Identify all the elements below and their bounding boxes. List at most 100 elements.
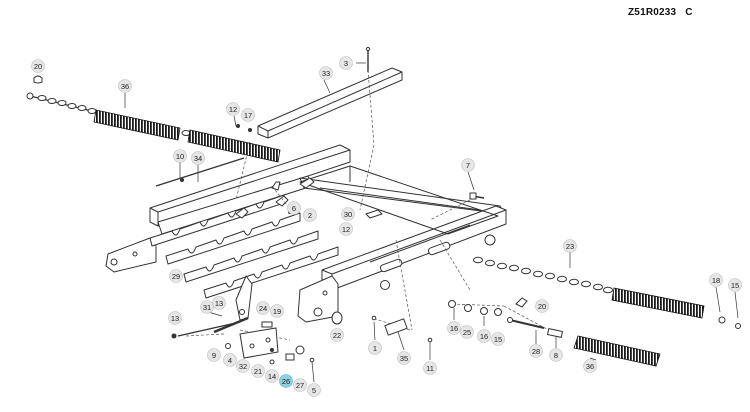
callout-16: 16 xyxy=(447,321,461,335)
callout-5: 5 xyxy=(307,383,321,397)
callout-balloon xyxy=(491,332,505,346)
callout-balloon xyxy=(169,269,183,283)
callout-number: 35 xyxy=(400,354,408,363)
callout-number: 6 xyxy=(292,204,296,213)
callout-number: 7 xyxy=(466,161,470,170)
callout-number: 5 xyxy=(312,386,316,395)
callout-30: 30 xyxy=(341,207,355,221)
callout-27: 27 xyxy=(293,378,307,392)
callout-number: 21 xyxy=(254,367,262,376)
callout-31: 31 xyxy=(200,300,214,314)
callout-number: 27 xyxy=(296,381,304,390)
callout-36: 36 xyxy=(583,359,597,373)
callout-4: 4 xyxy=(223,353,237,367)
callout-8: 8 xyxy=(549,348,563,362)
callout-number: 22 xyxy=(333,331,341,340)
callout-number: 32 xyxy=(239,362,247,371)
callout-10: 10 xyxy=(173,149,187,163)
callout-balloon xyxy=(293,378,307,392)
callout-balloon xyxy=(319,66,333,80)
callout-11: 11 xyxy=(423,361,437,375)
callout-balloon xyxy=(461,158,475,172)
callout-balloon xyxy=(307,383,321,397)
callout-25: 25 xyxy=(460,325,474,339)
callout-balloon xyxy=(303,208,317,222)
callout-number: 25 xyxy=(463,328,471,337)
callout-balloon xyxy=(341,207,355,221)
callout-13: 13 xyxy=(168,311,182,325)
callout-balloon xyxy=(339,56,353,70)
callout-balloon xyxy=(339,222,353,236)
callout-balloon xyxy=(168,311,182,325)
callout-balloon xyxy=(563,239,577,253)
callout-7: 7 xyxy=(461,158,475,172)
callout-balloon xyxy=(279,374,293,388)
callout-balloon xyxy=(423,361,437,375)
callout-balloon xyxy=(529,344,543,358)
callout-balloon xyxy=(270,304,284,318)
callout-number: 16 xyxy=(450,324,458,333)
callout-balloon xyxy=(31,59,45,73)
callout-number: 14 xyxy=(268,372,276,381)
callout-balloon xyxy=(330,328,344,342)
callout-balloon xyxy=(368,341,382,355)
callout-balloon xyxy=(241,108,255,122)
callout-number: 19 xyxy=(273,307,281,316)
callout-number: 13 xyxy=(215,299,223,308)
callout-number: 1 xyxy=(373,344,377,353)
callout-balloon xyxy=(709,273,723,287)
callout-number: 16 xyxy=(480,332,488,341)
callout-balloon xyxy=(460,325,474,339)
callout-number: 36 xyxy=(121,82,129,91)
callout-balloon xyxy=(200,300,214,314)
callout-number: 3 xyxy=(344,59,348,68)
callout-number: 36 xyxy=(586,362,594,371)
callout-number: 20 xyxy=(538,302,546,311)
callout-number: 23 xyxy=(566,242,574,251)
callout-number: 30 xyxy=(344,210,352,219)
callout-1: 1 xyxy=(368,341,382,355)
callout-balloon xyxy=(212,296,226,310)
callout-number: 15 xyxy=(731,281,739,290)
callout-21: 21 xyxy=(251,364,265,378)
callout-number: 20 xyxy=(34,62,42,71)
callout-26: 26 xyxy=(279,374,293,388)
callout-15: 15 xyxy=(491,332,505,346)
callout-number: 13 xyxy=(171,314,179,323)
callout-29: 29 xyxy=(169,269,183,283)
callout-number: 18 xyxy=(712,276,720,285)
callout-balloon xyxy=(287,201,301,215)
callout-14: 14 xyxy=(265,369,279,383)
callout-number: 31 xyxy=(203,303,211,312)
callout-balloon xyxy=(118,79,132,93)
callout-balloon xyxy=(477,329,491,343)
callout-balloon xyxy=(265,369,279,383)
spring-assembly-top xyxy=(26,75,281,163)
callout-number: 26 xyxy=(282,377,290,386)
callout-33: 33 xyxy=(319,66,333,80)
frame-assembly xyxy=(105,46,507,325)
callout-36: 36 xyxy=(118,79,132,93)
callout-balloon xyxy=(251,364,265,378)
callout-19: 19 xyxy=(270,304,284,318)
callout-balloon xyxy=(226,102,240,116)
callout-number: 2 xyxy=(308,211,312,220)
callout-23: 23 xyxy=(563,239,577,253)
callout-15: 15 xyxy=(728,278,742,292)
callout-13: 13 xyxy=(212,296,226,310)
callout-balloon xyxy=(447,321,461,335)
callout-number: 8 xyxy=(554,351,558,360)
callout-balloon xyxy=(535,299,549,313)
callout-number: 15 xyxy=(494,335,502,344)
callout-9: 9 xyxy=(207,348,221,362)
callout-18: 18 xyxy=(709,273,723,287)
callout-3: 3 xyxy=(339,56,353,70)
callout-balloon xyxy=(397,351,411,365)
callout-6: 6 xyxy=(287,201,301,215)
callout-34: 34 xyxy=(191,151,205,165)
callout-35: 35 xyxy=(397,351,411,365)
callout-balloon xyxy=(549,348,563,362)
